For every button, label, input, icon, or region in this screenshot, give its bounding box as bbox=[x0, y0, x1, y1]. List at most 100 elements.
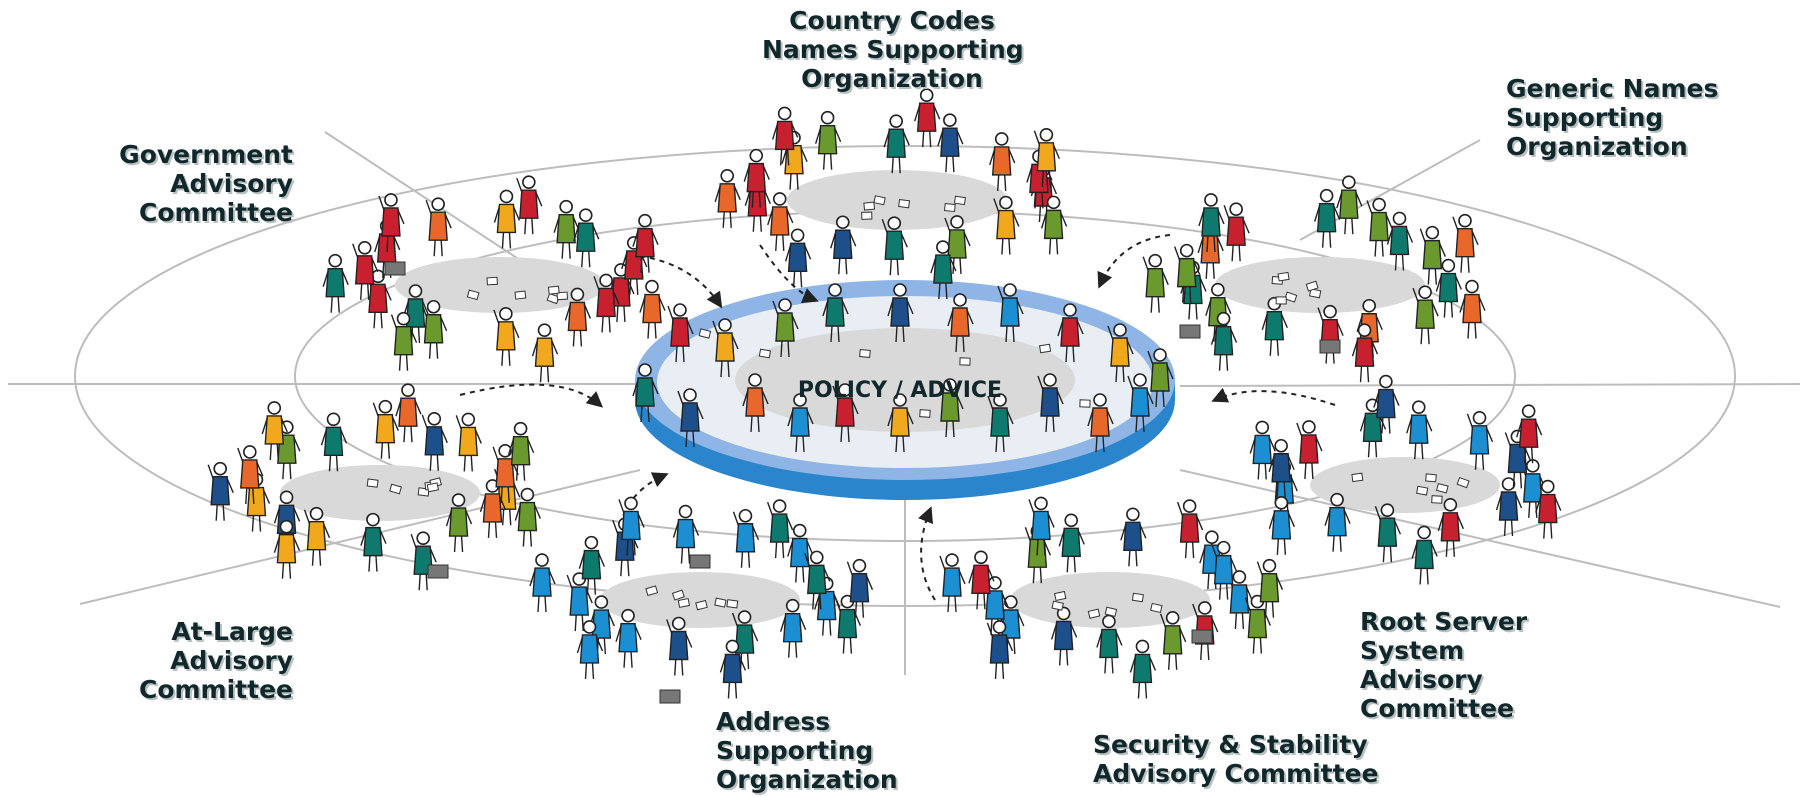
document-icon bbox=[898, 198, 911, 209]
person-figure-icon bbox=[365, 269, 392, 329]
person-figure-icon bbox=[261, 401, 288, 461]
document-icon bbox=[546, 292, 560, 305]
document-icon bbox=[486, 276, 498, 286]
person-figure-icon bbox=[987, 393, 1014, 453]
person-figure-icon bbox=[779, 598, 807, 658]
person-figure-icon bbox=[1359, 398, 1387, 458]
person-figure-icon bbox=[1256, 558, 1284, 618]
label-line: Committee bbox=[1360, 694, 1515, 723]
person-figure-icon bbox=[1174, 243, 1201, 303]
person-figure-icon bbox=[445, 493, 473, 553]
person-figure-icon bbox=[615, 608, 642, 668]
label-line: Advisory bbox=[170, 169, 293, 198]
person-figure-icon bbox=[1366, 197, 1393, 257]
person-figure-icon bbox=[322, 253, 349, 313]
person-figure-icon bbox=[714, 169, 741, 228]
person-figure-icon bbox=[1057, 303, 1084, 363]
document-icon bbox=[1284, 291, 1298, 303]
person-figure-icon bbox=[455, 412, 482, 472]
person-figure-icon bbox=[493, 189, 521, 249]
person-figure-icon bbox=[207, 461, 234, 521]
person-figure-icon bbox=[1033, 127, 1061, 187]
person-figure-icon bbox=[516, 175, 543, 235]
person-figure-icon bbox=[1223, 202, 1250, 262]
label-line: System bbox=[1360, 636, 1465, 665]
person-figure-icon bbox=[421, 412, 448, 471]
label-line: Advisory bbox=[1360, 665, 1483, 694]
document-icon bbox=[944, 203, 956, 213]
briefcase-icon bbox=[427, 564, 449, 579]
label-line: Supporting bbox=[716, 736, 874, 765]
ccnso-table bbox=[787, 170, 1007, 230]
person-figure-icon bbox=[395, 383, 422, 443]
person-figure-icon bbox=[832, 383, 859, 443]
person-figure-icon bbox=[787, 393, 814, 453]
document-icon bbox=[953, 195, 966, 206]
briefcase-icon bbox=[1179, 324, 1201, 339]
person-figure-icon bbox=[1459, 279, 1486, 339]
document-icon bbox=[366, 478, 379, 488]
label-line: Organization bbox=[716, 765, 898, 794]
person-figure-icon bbox=[1037, 373, 1064, 433]
document-icon bbox=[556, 291, 568, 301]
person-figure-icon bbox=[1129, 639, 1157, 699]
label-line: Advisory bbox=[170, 646, 293, 675]
person-figure-icon bbox=[1406, 400, 1433, 460]
document-icon bbox=[873, 195, 886, 206]
document-icon bbox=[1456, 476, 1470, 489]
person-figure-icon bbox=[667, 303, 694, 363]
person-figure-icon bbox=[273, 519, 301, 579]
person-figure-icon bbox=[618, 496, 645, 556]
person-figure-icon bbox=[632, 363, 659, 423]
briefcase-icon bbox=[659, 689, 681, 704]
person-figure-icon bbox=[712, 318, 739, 378]
label-line: Government bbox=[119, 140, 293, 169]
document-icon bbox=[1131, 592, 1144, 603]
person-figure-icon bbox=[1324, 492, 1351, 552]
person-figure-icon bbox=[573, 208, 600, 268]
person-figure-icon bbox=[1210, 311, 1238, 371]
person-figure-icon bbox=[930, 240, 957, 300]
person-figure-icon bbox=[576, 620, 604, 680]
person-figure-icon bbox=[1419, 225, 1446, 285]
person-figure-icon bbox=[593, 273, 620, 333]
person-figure-icon bbox=[372, 399, 399, 459]
person-figure-icon bbox=[303, 506, 331, 566]
person-figure-icon bbox=[944, 215, 971, 274]
person-figure-icon bbox=[410, 531, 437, 591]
person-figure-icon bbox=[937, 113, 964, 173]
person-figure-icon bbox=[947, 293, 974, 353]
document-icon bbox=[1150, 602, 1163, 614]
person-figure-icon bbox=[822, 283, 849, 343]
label-ccnso: Country Codes Names Supporting Organizat… bbox=[762, 6, 1024, 93]
person-figure-icon bbox=[588, 595, 615, 655]
document-icon bbox=[1087, 608, 1101, 619]
person-figure-icon bbox=[1127, 373, 1154, 433]
label-line: Root Server bbox=[1360, 607, 1528, 636]
label-aso: Address Supporting Organization bbox=[716, 707, 898, 794]
documents bbox=[366, 195, 1470, 619]
person-figure-icon bbox=[887, 393, 914, 453]
label-line: Names Supporting bbox=[762, 35, 1024, 64]
person-figure-icon bbox=[1176, 499, 1204, 559]
document-icon bbox=[426, 482, 440, 493]
person-figure-icon bbox=[1351, 323, 1379, 383]
document-icon bbox=[698, 328, 712, 339]
participants bbox=[207, 88, 1562, 699]
document-icon bbox=[1053, 590, 1067, 602]
person-figure-icon bbox=[883, 114, 910, 174]
person-figure-icon bbox=[1437, 497, 1464, 557]
person-figure-icon bbox=[766, 499, 794, 559]
briefcase-icon bbox=[1319, 339, 1341, 354]
person-figure-icon bbox=[1096, 614, 1123, 674]
person-figure-icon bbox=[677, 388, 704, 448]
person-figure-icon bbox=[814, 110, 842, 170]
person-figure-icon bbox=[732, 508, 760, 568]
person-figure-icon bbox=[1495, 477, 1523, 537]
person-figure-icon bbox=[834, 594, 862, 654]
person-figure-icon bbox=[1107, 323, 1134, 383]
person-figure-icon bbox=[914, 88, 941, 148]
person-figure-icon bbox=[939, 553, 966, 613]
document-icon bbox=[695, 599, 708, 611]
